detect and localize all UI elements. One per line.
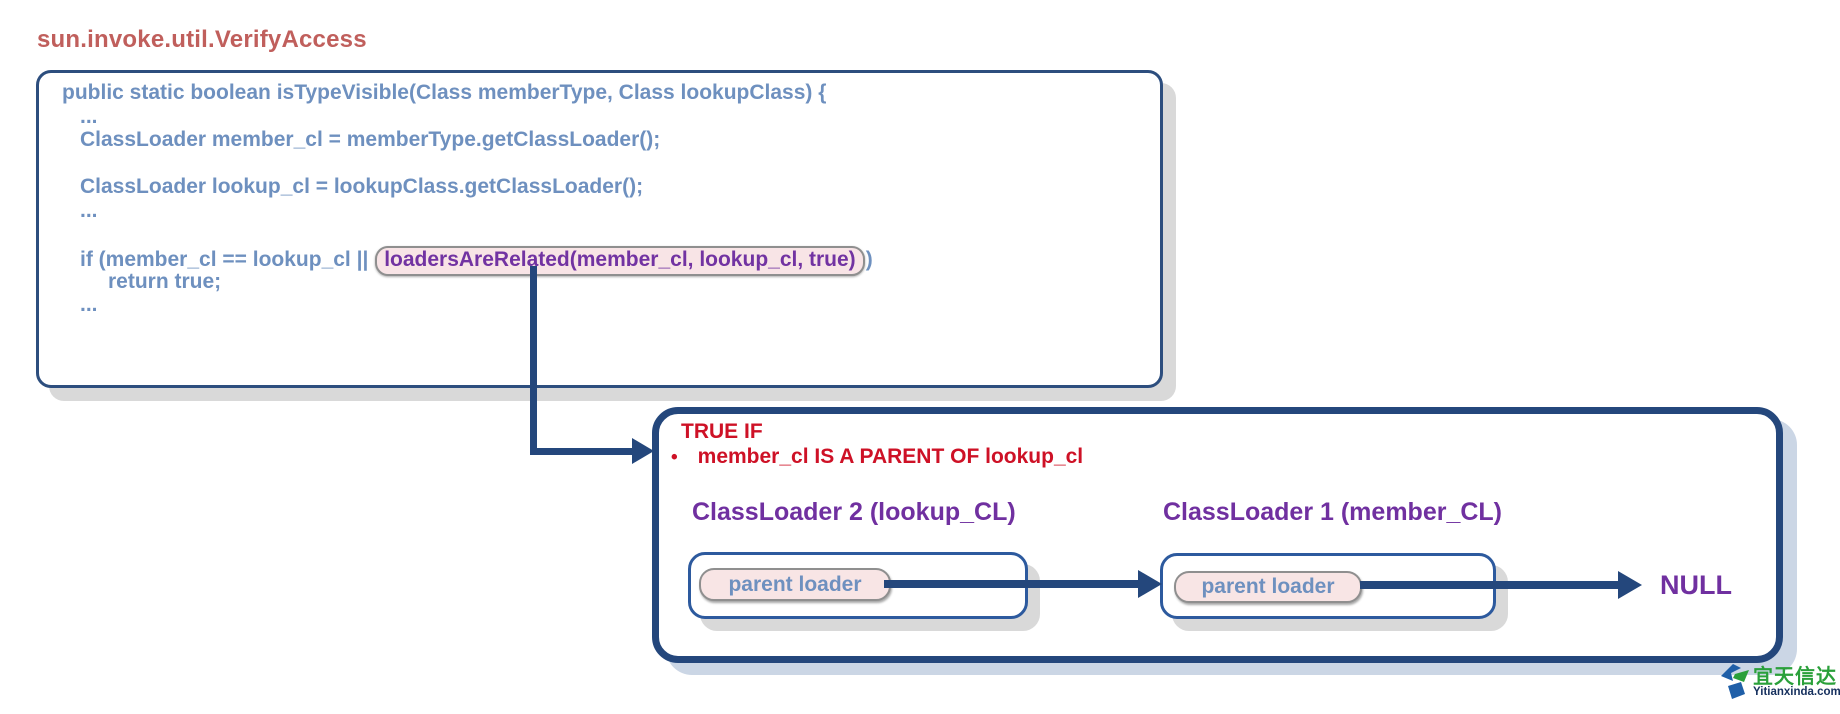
bullet-text: member_cl IS A PARENT OF lookup_cl [697,445,1084,468]
code-line-signature: public static boolean isTypeVisible(Clas… [62,81,827,104]
code-line-member-cl: ClassLoader member_cl = memberType.getCl… [80,128,661,152]
code-panel: public static boolean isTypeVisible(Clas… [36,70,1163,388]
page-title: sun.invoke.util.VerifyAccess [37,26,367,53]
logo-cjk-text: 宜天信达 [1753,666,1837,688]
classloader-1-box: parent loader [1160,553,1496,619]
parent-arrow-2-line [1360,581,1620,589]
highlight-call-pill: loadersAreRelated(member_cl, lookup_cl, … [375,246,865,277]
watermark-logo: 宜天信达 Yitianxinda.com [1720,660,1840,712]
null-terminal-label: NULL [1660,570,1732,600]
parent-loader-pill: parent loader [1174,571,1362,603]
code-line-if: if (member_cl == lookup_cl || loadersAre… [62,246,1152,277]
code-line-ellipsis: ... [80,293,98,317]
if-prefix: if (member_cl == lookup_cl || [80,248,375,272]
code-line-ellipsis: ... [80,198,98,222]
true-if-heading: TRUE IF [681,420,763,443]
parent-arrow-1-head-icon [1138,570,1162,598]
yitianxinda-logo-icon [1721,664,1749,699]
bullet-icon [671,447,678,468]
connector-vertical-line [530,266,537,452]
connector-arrowhead-icon [632,438,654,464]
code-block: public static boolean isTypeVisible(Clas… [62,81,1152,317]
parent-loader-pill: parent loader [699,568,891,601]
if-suffix: ) [865,248,873,272]
parent-arrow-1-line [884,580,1140,588]
code-line-ellipsis: ... [80,104,98,128]
true-if-bullet: member_cl IS A PARENT OF lookup_cl [671,445,1083,469]
classloader-2-label: ClassLoader 2 (lookup_CL) [692,498,1016,526]
code-line-blank [62,152,1152,176]
code-line-lookup-cl: ClassLoader lookup_cl = lookupClass.getC… [80,175,644,199]
code-line-return: return true; [108,269,222,293]
classloader-1-label: ClassLoader 1 (member_CL) [1163,498,1503,526]
parent-arrow-2-head-icon [1618,571,1642,599]
logo-domain-text: Yitianxinda.com [1753,686,1840,698]
true-if-panel: TRUE IF member_cl IS A PARENT OF lookup_… [652,407,1783,663]
connector-horizontal-line [530,448,634,455]
code-line-blank [62,223,1152,247]
